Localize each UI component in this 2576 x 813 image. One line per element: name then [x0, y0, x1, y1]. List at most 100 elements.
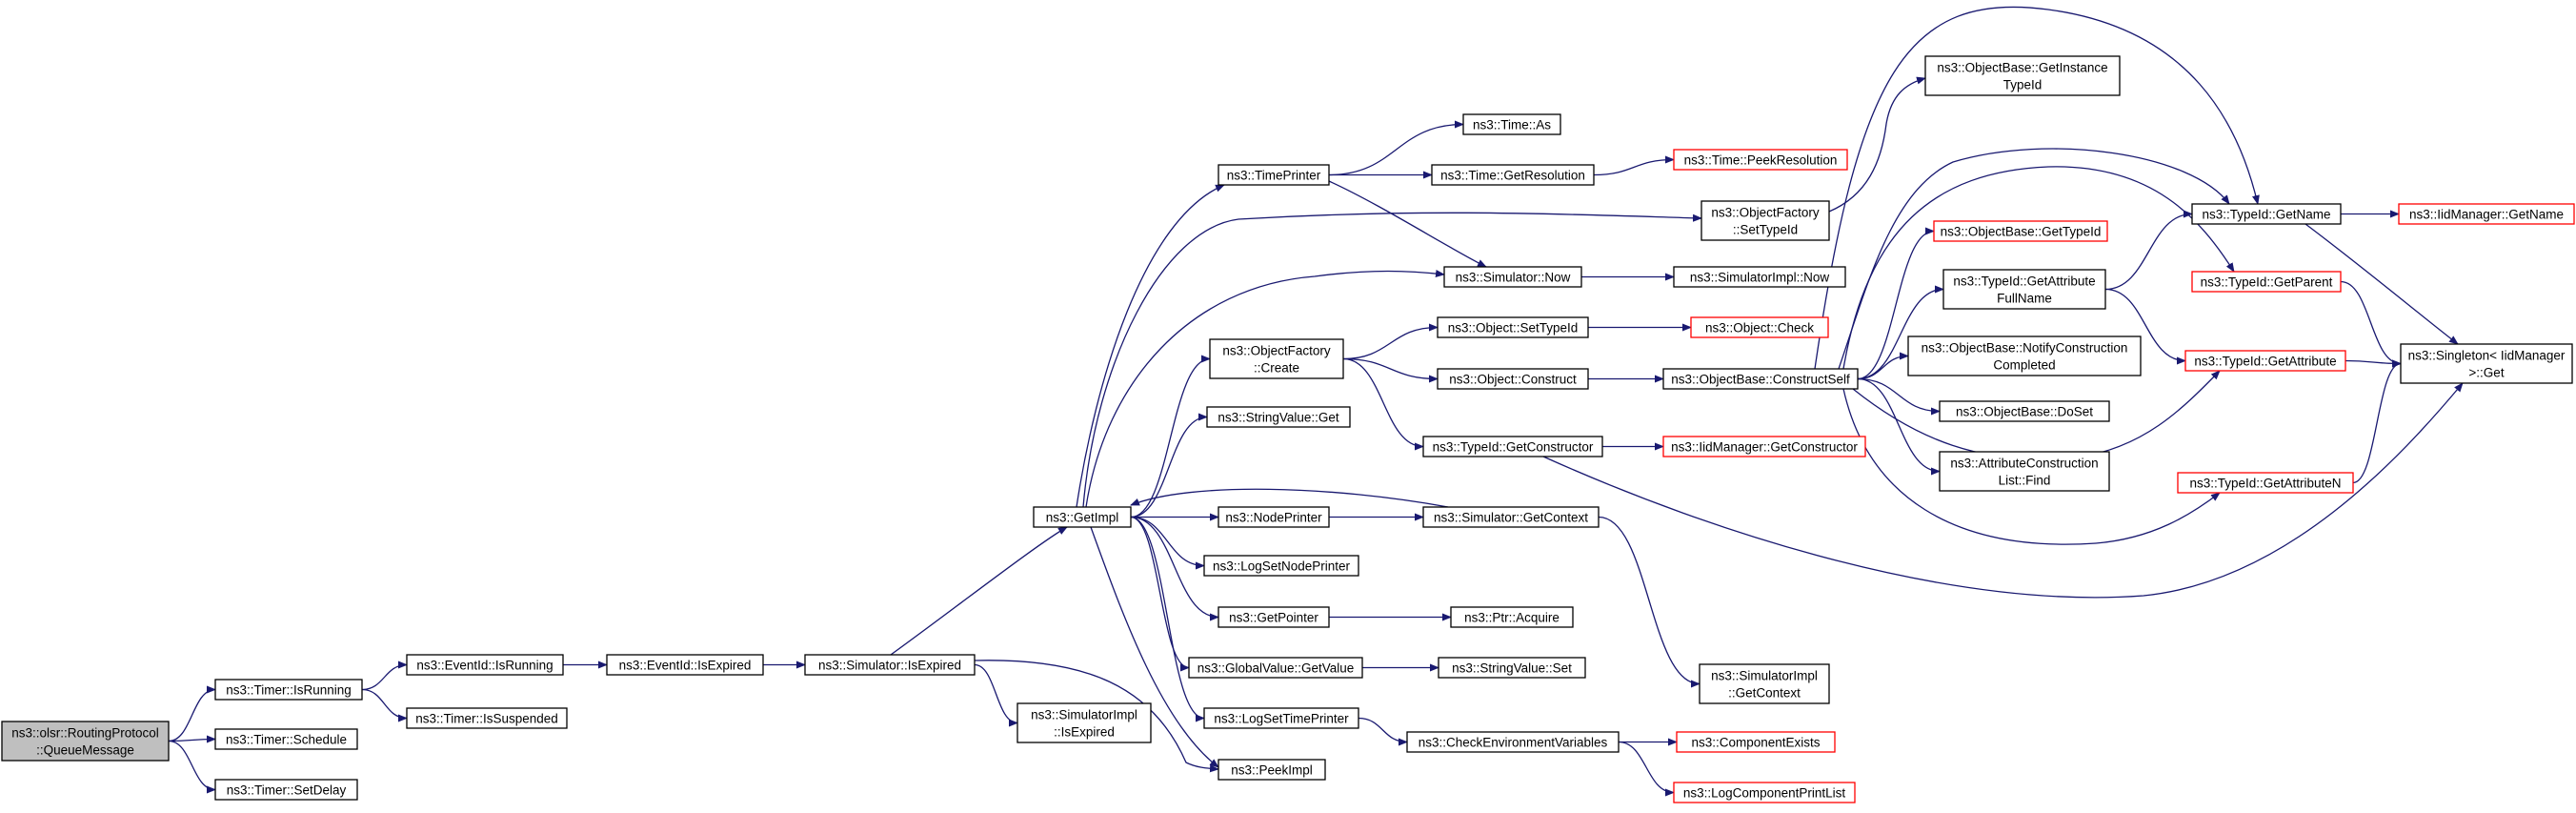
node-label: ns3::GetImpl	[1046, 511, 1119, 525]
node-object-settypeid[interactable]: ns3::Object::SetTypeId	[1437, 316, 1589, 338]
node-label: ns3::SimulatorImpl	[1711, 669, 1818, 683]
node-label: ns3::GetPointer	[1229, 611, 1318, 625]
node-box	[1209, 338, 1344, 379]
node-sim-now[interactable]: ns3::Simulator::Now	[1443, 266, 1582, 288]
node-label: Completed	[1993, 358, 2055, 373]
node-label: ns3::Object::Construct	[1449, 373, 1577, 387]
node-nodeprinter[interactable]: ns3::NodePrinter	[1218, 506, 1330, 528]
node-checkenv[interactable]: ns3::CheckEnvironmentVariables	[1406, 731, 1620, 753]
node-box	[1673, 782, 1856, 803]
node-box	[406, 707, 568, 729]
node-sim-isexpired[interactable]: ns3::Simulator::IsExpired	[804, 654, 976, 676]
node-label: ::IsExpired	[1054, 725, 1115, 740]
node-ptr-acquire[interactable]: ns3::Ptr::Acquire	[1450, 606, 1574, 628]
node-getpointer[interactable]: ns3::GetPointer	[1218, 606, 1330, 628]
node-box	[1016, 702, 1152, 743]
node-label: ns3::TimePrinter	[1227, 169, 1321, 183]
node-object-check[interactable]: ns3::Object::Check	[1690, 316, 1829, 338]
node-queue[interactable]: ns3::olsr::RoutingProtocol::QueueMessage	[1, 721, 170, 762]
node-box	[1701, 200, 1830, 241]
node-label: ns3::ObjectFactory	[1711, 206, 1820, 220]
node-typeid-getname[interactable]: ns3::TypeId::GetName	[2191, 203, 2342, 225]
edge-time_getresolution-to-time_peekresolution	[1593, 155, 1675, 176]
node-componentexists[interactable]: ns3::ComponentExists	[1676, 731, 1836, 753]
node-objbase-doset[interactable]: ns3::ObjectBase::DoSet	[1939, 400, 2110, 422]
node-eventid-isexpired[interactable]: ns3::EventId::IsExpired	[606, 654, 764, 676]
node-getimpl[interactable]: ns3::GetImpl	[1033, 506, 1132, 528]
node-box	[1431, 164, 1595, 186]
node-objfactory-settypeid[interactable]: ns3::ObjectFactory::SetTypeId	[1701, 200, 1830, 241]
node-box	[1924, 55, 2121, 96]
node-typeid-getconstructor[interactable]: ns3::TypeId::GetConstructor	[1422, 436, 1603, 457]
edge-timer_isrunning-to-timer_issuspended	[361, 688, 408, 722]
node-objbase-constructself[interactable]: ns3::ObjectBase::ConstructSelf	[1662, 368, 1859, 390]
node-typeid-getparent[interactable]: ns3::TypeId::GetParent	[2191, 271, 2342, 293]
node-box	[1942, 269, 2106, 310]
node-label: ns3::TypeId::GetAttribute	[1953, 274, 2095, 289]
node-simimpl-isexpired[interactable]: ns3::SimulatorImpl::IsExpired	[1016, 702, 1152, 743]
node-label: TypeId	[2003, 78, 2043, 92]
node-box	[1203, 555, 1359, 577]
node-objbase-gettypeid[interactable]: ns3::ObjectBase::GetTypeId	[1933, 220, 2108, 242]
edge-typeid_getparent-to-singleton_get	[2340, 280, 2402, 368]
node-sim-getcontext[interactable]: ns3::Simulator::GetContext	[1422, 506, 1600, 528]
node-box	[1676, 731, 1836, 753]
node-timer-schedule[interactable]: ns3::Timer::Schedule	[214, 728, 358, 750]
node-label: ns3::ObjectBase::GetInstance	[1937, 61, 2107, 75]
node-logsetnodeprinter[interactable]: ns3::LogSetNodePrinter	[1203, 555, 1359, 577]
node-object-construct[interactable]: ns3::Object::Construct	[1437, 368, 1589, 390]
node-timer-setdelay[interactable]: ns3::Timer::SetDelay	[214, 779, 358, 801]
node-label: ns3::Ptr::Acquire	[1464, 611, 1560, 625]
node-label: ns3::StringValue::Get	[1218, 411, 1339, 425]
node-label: ns3::CheckEnvironmentVariables	[1419, 736, 1608, 750]
node-label: ns3::IidManager::GetName	[2409, 208, 2564, 222]
node-iidmanager-getconstructor[interactable]: ns3::IidManager::GetConstructor	[1662, 436, 1866, 457]
node-box	[1939, 400, 2110, 422]
edge-objfactory_create-to-object_construct	[1342, 357, 1439, 383]
node-objbase-notifyconstruction[interactable]: ns3::ObjectBase::NotifyConstructionCompl…	[1907, 335, 2142, 376]
node-label: ns3::TypeId::GetName	[2202, 208, 2330, 222]
node-simimpl-getcontext[interactable]: ns3::SimulatorImpl::GetContext	[1699, 663, 1830, 704]
node-timer-issuspended[interactable]: ns3::Timer::IsSuspended	[406, 707, 568, 729]
node-timeprinter[interactable]: ns3::TimePrinter	[1218, 164, 1330, 186]
node-label: ns3::Simulator::IsExpired	[818, 659, 961, 673]
node-typeid-getattributen[interactable]: ns3::TypeId::GetAttributeN	[2177, 472, 2354, 494]
node-box	[1939, 451, 2110, 492]
node-singleton-get[interactable]: ns3::Singleton< IidManager >::Get	[2400, 343, 2573, 384]
node-box	[1218, 164, 1330, 186]
node-time-getresolution[interactable]: ns3::Time::GetResolution	[1431, 164, 1595, 186]
edge-objbase_constructself-to-typeid_getattributefullname	[1857, 285, 1944, 380]
node-box	[1406, 731, 1620, 753]
node-logcomponentprintlist[interactable]: ns3::LogComponentPrintList	[1673, 782, 1856, 803]
node-stringvalue-get[interactable]: ns3::StringValue::Get	[1206, 406, 1351, 428]
node-label: ns3::Time::GetResolution	[1440, 169, 1585, 183]
node-simimpl-now[interactable]: ns3::SimulatorImpl::Now	[1673, 266, 1846, 288]
node-globalvalue-getvalue[interactable]: ns3::GlobalValue::GetValue	[1188, 657, 1363, 679]
node-objfactory-create[interactable]: ns3::ObjectFactory::Create	[1209, 338, 1344, 379]
node-typeid-getattribute[interactable]: ns3::TypeId::GetAttribute	[2184, 350, 2346, 372]
node-label: ns3::Timer::SetDelay	[227, 783, 347, 798]
node-box	[1933, 220, 2108, 242]
node-stringvalue-set[interactable]: ns3::StringValue::Set	[1438, 657, 1586, 679]
node-peekimpl[interactable]: ns3::PeekImpl	[1218, 759, 1326, 781]
node-label: ns3::Time::PeekResolution	[1684, 153, 1838, 168]
node-eventid-isrunning[interactable]: ns3::EventId::IsRunning	[406, 654, 564, 676]
node-box	[1699, 663, 1830, 704]
node-label: ::Create	[1254, 361, 1299, 376]
edge-sim_isexpired-to-getimpl	[890, 526, 1068, 656]
node-timer-isrunning[interactable]: ns3::Timer::IsRunning	[214, 679, 363, 701]
edge-objbase_constructself-to-objbase_gettypeid	[1857, 227, 1935, 380]
edge-queue-to-timer_schedule	[168, 735, 216, 743]
node-time-peekresolution[interactable]: ns3::Time::PeekResolution	[1673, 149, 1848, 171]
node-box	[1438, 657, 1586, 679]
node-label: ns3::EventId::IsExpired	[619, 659, 752, 673]
node-label: ::SetTypeId	[1733, 223, 1798, 237]
node-logsettimeprinter[interactable]: ns3::LogSetTimePrinter	[1203, 707, 1359, 729]
node-iidmanager-getname[interactable]: ns3::IidManager::GetName	[2398, 203, 2575, 225]
edge-typeid_getattributen-to-singleton_get	[2352, 359, 2402, 484]
node-time-as[interactable]: ns3::Time::As	[1462, 113, 1561, 135]
